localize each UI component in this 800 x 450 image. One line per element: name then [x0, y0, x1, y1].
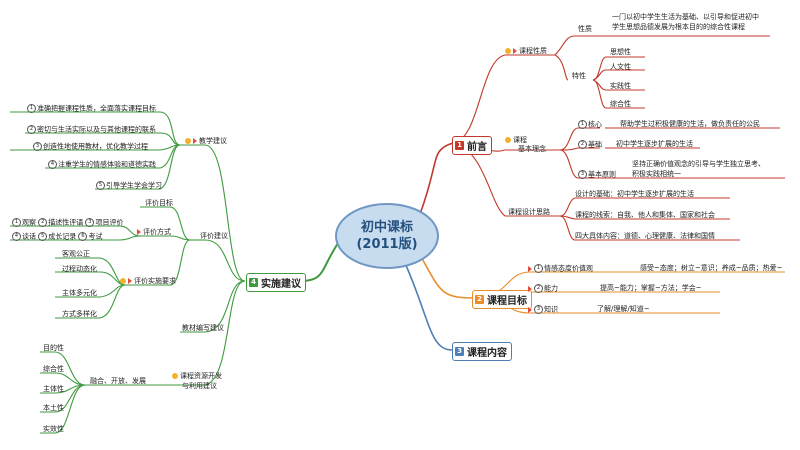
texing-item[interactable]: 实践性 — [610, 82, 631, 90]
texing-item[interactable]: 人文性 — [610, 63, 631, 71]
linian-desc-hexin: 帮助学生过积极健康的生活，做负责任的公民 — [620, 120, 760, 128]
number-circle-icon: 3 — [534, 305, 543, 314]
number-circle-icon: 3 — [85, 218, 95, 227]
node-pingjia-yaoqiu[interactable]: 评价实施要求 — [120, 277, 176, 286]
branch-neirong[interactable]: 3 课程内容 — [452, 342, 512, 361]
priority-dot-icon — [505, 137, 511, 143]
node-pingjia-jianyi[interactable]: 评价建议 — [200, 232, 228, 240]
node-sheji-silu[interactable]: 课程设计思路 — [508, 208, 550, 216]
ziyuan-item[interactable]: 本土性 — [43, 404, 64, 412]
linian-desc-yuanze-line1: 坚持正确价值观念的引导与学生独立思考、 — [632, 160, 765, 168]
xingzhi-desc-line1: 一门以初中学生生活为基础、以引导和促进初中 — [612, 13, 759, 21]
silu-item[interactable]: 课程的线索：自我、他人和集体、国家和社会 — [575, 211, 715, 219]
yaoqiu-item[interactable]: 过程动态化 — [62, 265, 97, 273]
number-circle-icon: 2 — [578, 140, 587, 149]
branch-mubiao[interactable]: 2 课程目标 — [472, 290, 532, 309]
number-circle-icon: 6 — [78, 232, 88, 241]
silu-item[interactable]: 四大具体内容：道德、心理健康、法律和国情 — [575, 232, 715, 240]
node-jiben-linian[interactable]: 课程 — [505, 136, 527, 145]
node-jiben-linian-line2: 基本理念 — [518, 145, 546, 153]
linian-desc-yuanze-line2: 积极实践相统一 — [632, 170, 681, 178]
node-ziyuan-kaifa-line2: 与利用建议 — [182, 382, 217, 390]
number-circle-icon: 3 — [578, 170, 587, 179]
branch-number-icon: 1 — [455, 141, 464, 150]
silu-item[interactable]: 设计的基础：初中学生逐步扩展的生活 — [575, 190, 694, 198]
number-circle-icon: 4 — [12, 232, 21, 241]
ziyuan-item[interactable]: 综合性 — [43, 365, 64, 373]
number-circle-icon: 1 — [12, 218, 21, 227]
mubiao-desc-nengli: 提高~能力；掌握~方法；学会~ — [600, 284, 702, 292]
node-kecheng-xingzhi[interactable]: 课程性质 — [505, 47, 547, 56]
number-circle-icon: 1 — [578, 120, 587, 129]
number-circle-icon: 3 — [33, 142, 42, 151]
priority-dot-icon — [120, 278, 126, 284]
branch-number-icon: 3 — [455, 347, 464, 356]
central-topic[interactable]: 初中课标 (2011版) — [335, 203, 439, 269]
red-flag-icon — [128, 278, 132, 284]
number-circle-icon: 1 — [27, 104, 36, 113]
red-flag-icon — [513, 48, 517, 54]
number-circle-icon: 5 — [38, 232, 48, 241]
central-topic-subtitle: (2011版) — [356, 237, 418, 252]
red-flag-icon — [528, 306, 532, 313]
node-jiaoxue-jianyi[interactable]: 教学建议 — [185, 137, 227, 146]
texing-item[interactable]: 思想性 — [610, 48, 631, 56]
branch-label: 前言 — [467, 142, 487, 153]
node-jiaocai-bianxie[interactable]: 教材编写建议 — [182, 324, 224, 332]
linian-desc-jichu: 初中学生逐步扩展的生活 — [616, 140, 693, 148]
branch-label: 课程内容 — [467, 348, 507, 359]
node-xingzhi[interactable]: 性质 — [578, 25, 592, 33]
node-ziyuan-kaifa[interactable]: 课程资源开发 — [172, 372, 222, 381]
number-circle-icon: 5 — [96, 181, 105, 190]
ziyuan-item[interactable]: 主体性 — [43, 385, 64, 393]
ziyuan-item[interactable]: 实效性 — [43, 425, 64, 433]
branch-qianyan[interactable]: 1 前言 — [452, 136, 492, 155]
node-pingjia-mubiao[interactable]: 评价目标 — [145, 199, 173, 207]
priority-dot-icon — [172, 373, 178, 379]
red-flag-icon — [137, 229, 141, 235]
priority-dot-icon — [185, 138, 191, 144]
ziyuan-principle[interactable]: 融合、开放、发展 — [90, 377, 146, 385]
red-flag-icon — [193, 138, 197, 144]
red-flag-icon — [528, 265, 532, 272]
number-circle-icon: 2 — [27, 125, 36, 134]
node-texing[interactable]: 特性 — [572, 72, 586, 80]
number-circle-icon: 4 — [48, 160, 57, 169]
branch-label: 课程目标 — [487, 296, 527, 307]
branch-shishi[interactable]: 4 实施建议 — [246, 273, 306, 292]
texing-item[interactable]: 综合性 — [610, 100, 631, 108]
number-circle-icon: 2 — [534, 284, 543, 293]
mubiao-desc-zhishi: 了解/理解/知道~ — [597, 305, 650, 313]
node-pingjia-fangshi[interactable]: 评价方式 — [137, 228, 171, 237]
number-circle-icon: 1 — [534, 264, 543, 273]
mubiao-desc-qinggan: 感受~态度；树立~意识；养成~品质；热爱~ — [640, 264, 783, 272]
branch-number-icon: 2 — [475, 295, 484, 304]
xingzhi-desc-line2: 学生思想品德发展为根本目的的综合性课程 — [612, 23, 745, 31]
number-circle-icon: 2 — [38, 218, 48, 227]
priority-dot-icon — [505, 48, 511, 54]
branch-number-icon: 4 — [249, 278, 258, 287]
branch-label: 实施建议 — [261, 279, 301, 290]
red-flag-icon — [528, 285, 532, 292]
yaoqiu-item[interactable]: 客观公正 — [62, 250, 90, 258]
yaoqiu-item[interactable]: 主体多元化 — [62, 289, 97, 297]
central-topic-title: 初中课标 — [360, 220, 413, 235]
ziyuan-item[interactable]: 目的性 — [43, 344, 64, 352]
yaoqiu-item[interactable]: 方式多样化 — [62, 310, 97, 318]
